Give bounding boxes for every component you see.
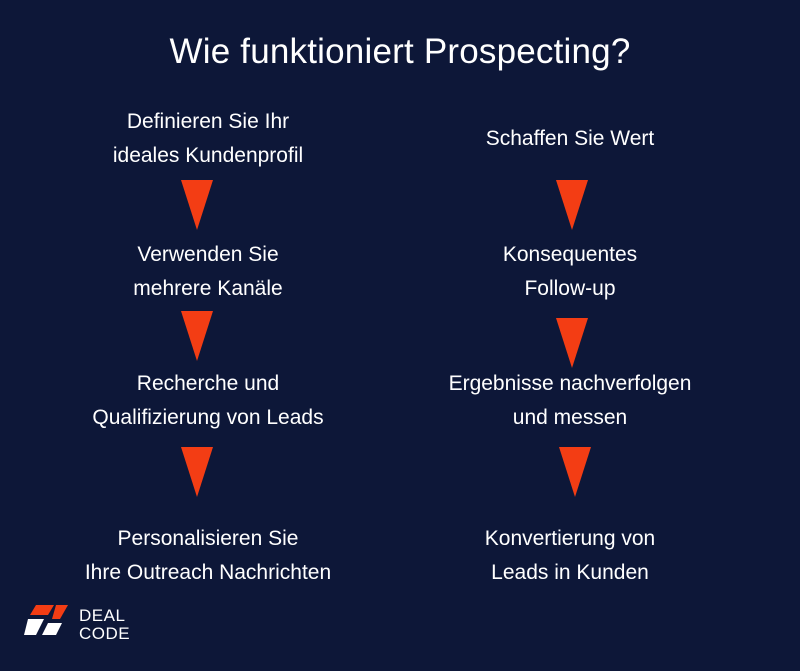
step-line: Konsequentes <box>502 243 638 266</box>
step-line: mehrere Kanäle <box>133 277 283 300</box>
step-line: Ihre Outreach Nachrichten <box>84 561 332 584</box>
step-personalize-outreach: Personalisieren Sie Ihre Outreach Nachri… <box>43 522 373 590</box>
step-track-measure-results: Ergebnisse nachverfolgen und messen <box>405 367 735 435</box>
down-arrow-icon <box>181 447 213 497</box>
step-line: und messen <box>512 406 628 429</box>
step-line: Schaffen Sie Wert <box>485 127 655 150</box>
step-line: Recherche und <box>136 372 280 395</box>
down-arrow-icon <box>556 318 588 368</box>
step-line: Leads in Kunden <box>491 561 649 584</box>
down-arrow-icon <box>181 180 213 230</box>
step-convert-leads: Konvertierung von Leads in Kunden <box>405 522 735 590</box>
brand-logo-text: DEAL CODE <box>79 607 130 643</box>
step-line: Verwenden Sie <box>137 243 279 266</box>
down-arrow-icon <box>556 180 588 230</box>
step-create-value: Schaffen Sie Wert <box>405 122 735 156</box>
step-line: Qualifizierung von Leads <box>92 406 324 429</box>
step-consistent-follow-up: Konsequentes Follow-up <box>405 238 735 306</box>
brand-line: DEAL <box>79 606 126 625</box>
down-arrow-icon <box>181 311 213 361</box>
down-arrow-icon <box>559 447 591 497</box>
dealcode-logo-icon <box>24 605 68 635</box>
step-line: Konvertierung von <box>484 527 656 550</box>
step-line: Personalisieren Sie <box>117 527 299 550</box>
page-title: Wie funktioniert Prospecting? <box>169 32 631 71</box>
step-multiple-channels: Verwenden Sie mehrere Kanäle <box>43 238 373 306</box>
brand-line: CODE <box>79 624 131 643</box>
step-line: Ergebnisse nachverfolgen <box>448 372 692 395</box>
step-research-qualify-leads: Recherche und Qualifizierung von Leads <box>43 367 373 435</box>
step-line: Follow-up <box>524 277 616 300</box>
step-line: ideales Kundenprofil <box>112 144 304 167</box>
step-line: Definieren Sie Ihr <box>126 110 290 133</box>
step-define-customer-profile: Definieren Sie Ihr ideales Kundenprofil <box>43 105 373 173</box>
